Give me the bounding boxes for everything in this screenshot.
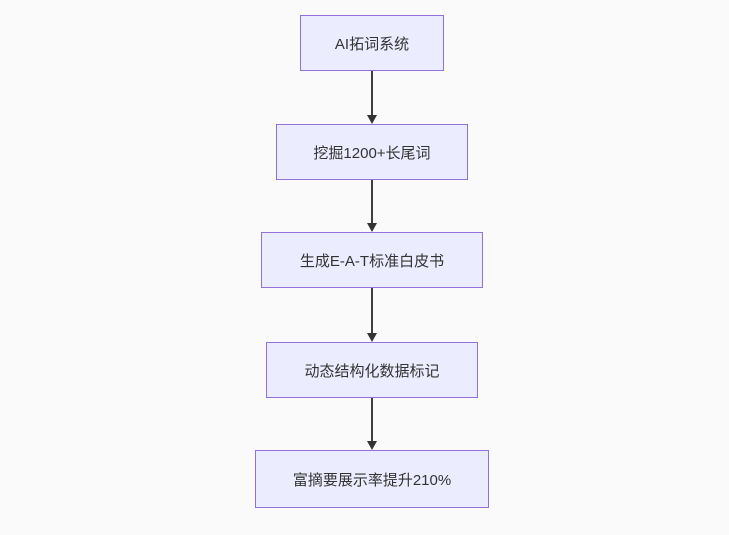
edge-line: [371, 71, 373, 116]
arrow-down-icon: [367, 441, 377, 450]
flow-edge-2: [366, 180, 378, 232]
arrow-down-icon: [367, 333, 377, 342]
arrow-down-icon: [367, 115, 377, 124]
edge-line: [371, 398, 373, 442]
flow-edge-3: [366, 288, 378, 342]
flow-node-rich-snippet-result: 富摘要展示率提升210%: [255, 450, 489, 508]
arrow-down-icon: [367, 223, 377, 232]
flow-node-label: 挖掘1200+长尾词: [313, 144, 431, 162]
flow-edge-4: [366, 398, 378, 450]
flow-edge-1: [366, 71, 378, 124]
flow-node-label: 动态结构化数据标记: [304, 362, 440, 380]
edge-line: [371, 180, 373, 224]
flow-node-ai-word-system: AI拓词系统: [300, 15, 444, 71]
flow-node-label: 生成E-A-T标准白皮书: [299, 252, 445, 270]
flow-node-label: 富摘要展示率提升210%: [292, 471, 452, 489]
flow-node-structured-data: 动态结构化数据标记: [266, 342, 478, 398]
flow-node-eat-whitepaper: 生成E-A-T标准白皮书: [261, 232, 483, 288]
edge-line: [371, 288, 373, 334]
flow-node-label: AI拓词系统: [334, 35, 410, 53]
flow-node-longtail-mining: 挖掘1200+长尾词: [276, 124, 468, 180]
